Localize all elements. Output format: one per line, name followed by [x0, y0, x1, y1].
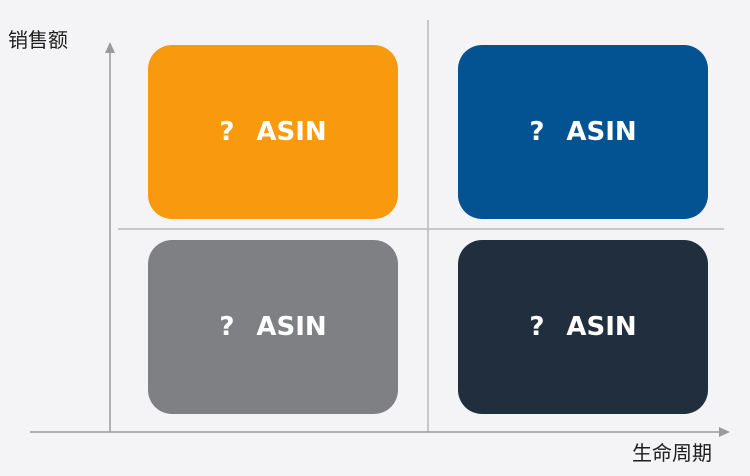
quadrant-label: ASIN — [566, 117, 637, 147]
y-axis-label: 销售额 — [8, 28, 68, 52]
question-mark: ? — [219, 117, 235, 147]
quadrant-label: ASIN — [566, 312, 637, 342]
quadrant-label: ASIN — [256, 117, 327, 147]
quadrant-bottom-left: ? ASIN — [148, 240, 398, 414]
question-mark: ? — [219, 312, 235, 342]
question-mark: ? — [529, 117, 545, 147]
quadrant-top-right: ? ASIN — [458, 45, 708, 219]
quadrant-label: ASIN — [256, 312, 327, 342]
y-axis-arrow — [105, 42, 115, 53]
quadrant-bottom-right: ? ASIN — [458, 240, 708, 414]
x-axis-label: 生命周期 — [632, 441, 712, 465]
quadrant-top-left: ? ASIN — [148, 45, 398, 219]
question-mark: ? — [529, 312, 545, 342]
x-axis-arrow — [719, 427, 730, 437]
